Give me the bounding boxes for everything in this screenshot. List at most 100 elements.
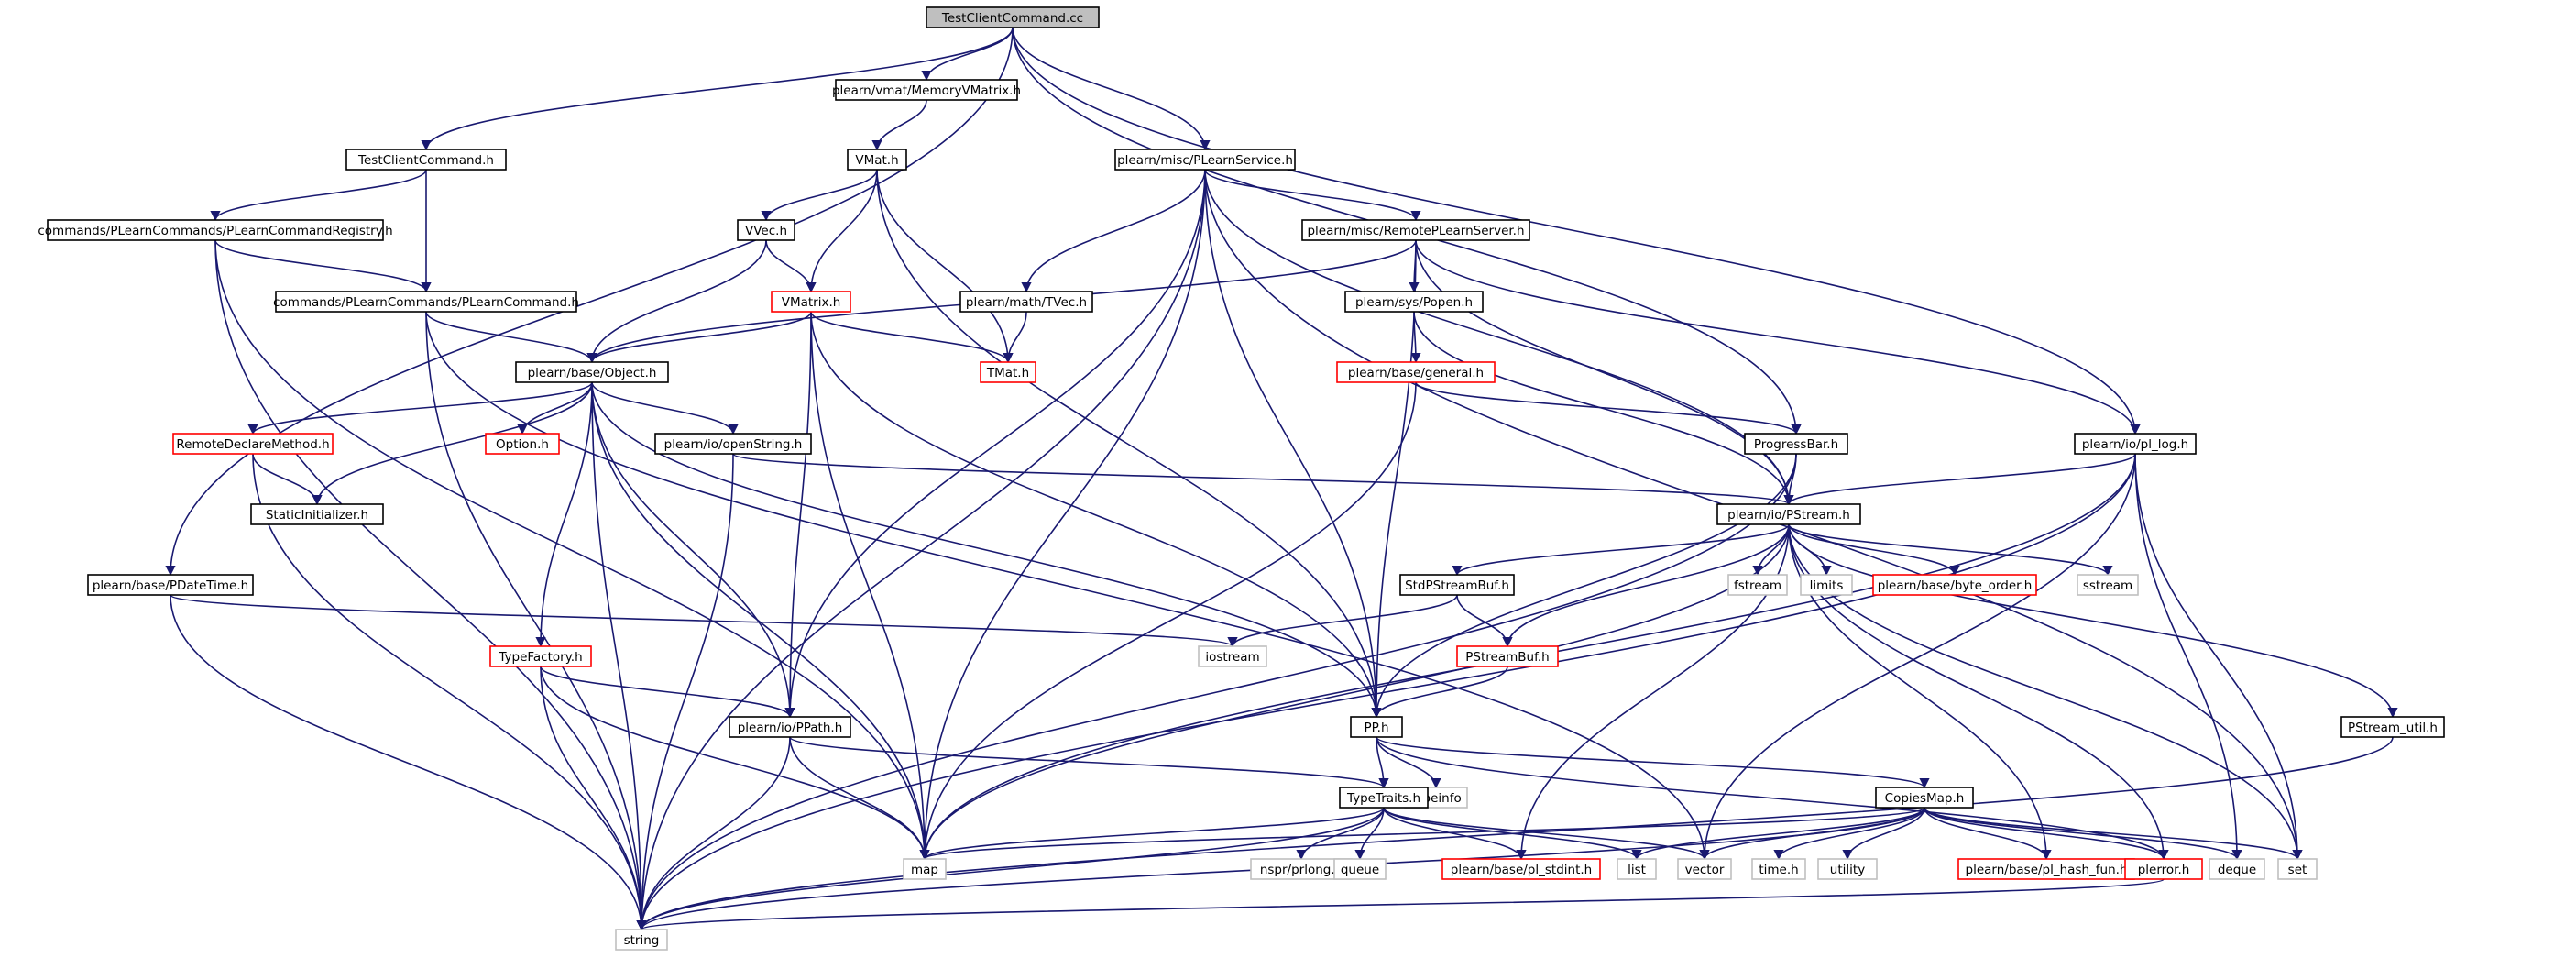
node-box bbox=[2077, 574, 2139, 596]
node-progress[interactable]: ProgressBar.h bbox=[1744, 433, 1848, 455]
edge-pstream-to-sstream bbox=[1788, 523, 2113, 577]
node-box bbox=[1399, 574, 1515, 596]
node-pstream[interactable]: plearn/io/PStream.h bbox=[1716, 503, 1861, 525]
node-box bbox=[2209, 858, 2265, 880]
edge-root-to-memvmat bbox=[921, 27, 1014, 82]
node-label: TestClientCommand.h bbox=[357, 153, 494, 168]
node-root[interactable]: TestClientCommand.cc bbox=[926, 6, 1100, 28]
node-box bbox=[1677, 858, 1732, 880]
node-box bbox=[729, 716, 851, 738]
edge-stdpsb-to-pstreambuf bbox=[1456, 594, 1513, 648]
node-label: limits bbox=[1810, 578, 1844, 593]
node-pdatetime[interactable]: plearn/base/PDateTime.h bbox=[87, 574, 254, 596]
node-label: queue bbox=[1341, 863, 1379, 877]
node-object[interactable]: plearn/base/Object.h bbox=[515, 361, 669, 383]
node-label: plearn/misc/PLearnService.h bbox=[1117, 153, 1293, 168]
node-remote[interactable]: plearn/misc/RemotePLearnServer.h bbox=[1301, 219, 1530, 241]
node-plcmd[interactable]: commands/PLearnCommands/PLearnCommand.h bbox=[273, 291, 579, 313]
node-box bbox=[485, 433, 560, 455]
node-box bbox=[1872, 574, 2037, 596]
edge-ppath-to-string bbox=[636, 736, 791, 931]
node-label: vector bbox=[1685, 863, 1725, 877]
node-box bbox=[47, 219, 384, 241]
edge-object-to-pph bbox=[591, 381, 1382, 719]
edge-plerror-to-string bbox=[637, 878, 2165, 931]
edge-vmatrix-to-tmat bbox=[810, 311, 1014, 364]
node-box bbox=[654, 433, 812, 455]
node-pph[interactable]: PP.h bbox=[1350, 716, 1403, 738]
edge-plsvc-to-pph bbox=[1204, 169, 1382, 719]
node-label: sstream bbox=[2083, 578, 2132, 593]
edge-copiesmap-to-hashfun bbox=[1924, 807, 2052, 861]
node-byteorder[interactable]: plearn/base/byte_order.h bbox=[1872, 574, 2037, 596]
node-popen[interactable]: plearn/sys/Popen.h bbox=[1344, 291, 1484, 313]
node-label: TestClientCommand.cc bbox=[941, 11, 1083, 26]
edge-ppath-to-typetraits bbox=[789, 736, 1389, 789]
node-plerror[interactable]: plerror.h bbox=[2124, 858, 2203, 880]
node-label: plearn/vmat/MemoryVMatrix.h bbox=[832, 83, 1021, 98]
edge-typetraits-to-queue bbox=[1354, 807, 1385, 861]
edge-object-to-ppath bbox=[591, 381, 795, 719]
node-vvec[interactable]: VVec.h bbox=[737, 219, 795, 241]
edge-pstreambuf-to-pph bbox=[1371, 666, 1508, 719]
node-plsvc[interactable]: plearn/misc/PLearnService.h bbox=[1114, 149, 1296, 171]
edge-copiesmap-to-utility bbox=[1842, 807, 1925, 861]
node-box bbox=[2124, 858, 2203, 880]
node-hashfun[interactable]: plearn/base/pl_hash_fun.h bbox=[1957, 858, 2135, 880]
node-tmat[interactable]: TMat.h bbox=[980, 361, 1036, 383]
edge-plcmd-to-object bbox=[425, 311, 597, 364]
node-stdint[interactable]: plearn/base/pl_stdint.h bbox=[1441, 858, 1601, 880]
edge-remote-to-pllog bbox=[1415, 239, 2141, 435]
node-remotedecl[interactable]: RemoteDeclareMethod.h bbox=[172, 433, 334, 455]
node-typefactory[interactable]: TypeFactory.h bbox=[489, 645, 592, 667]
node-label: plearn/io/PStream.h bbox=[1727, 508, 1850, 523]
node-tvec[interactable]: plearn/math/TVec.h bbox=[959, 291, 1093, 313]
node-sstream: sstream bbox=[2077, 574, 2139, 596]
edge-typefactory-to-string bbox=[540, 666, 647, 931]
edge-vmatrix-to-object bbox=[586, 311, 812, 364]
node-copiesmap[interactable]: CopiesMap.h bbox=[1875, 787, 1974, 809]
node-limits: limits bbox=[1800, 574, 1853, 596]
node-iostream: iostream bbox=[1198, 645, 1267, 667]
node-box bbox=[2277, 858, 2318, 880]
node-box bbox=[980, 361, 1036, 383]
node-label: plerror.h bbox=[2138, 863, 2190, 877]
node-typetraits[interactable]: TypeTraits.h bbox=[1339, 787, 1429, 809]
node-openstring[interactable]: plearn/io/openString.h bbox=[654, 433, 812, 455]
node-option[interactable]: Option.h bbox=[485, 433, 560, 455]
node-label: plearn/base/Object.h bbox=[528, 366, 657, 380]
node-vmatrix[interactable]: VMatrix.h bbox=[771, 291, 851, 313]
edge-object-to-remotedecl bbox=[247, 381, 593, 435]
node-label: CopiesMap.h bbox=[1885, 791, 1965, 806]
node-label: plearn/misc/RemotePLearnServer.h bbox=[1307, 224, 1524, 238]
node-pstreambuf[interactable]: PStreamBuf.h bbox=[1456, 645, 1559, 667]
node-label: VMatrix.h bbox=[782, 295, 841, 310]
node-box bbox=[2340, 716, 2445, 738]
node-box bbox=[1817, 858, 1878, 880]
node-pstreamutil[interactable]: PStream_util.h bbox=[2340, 716, 2445, 738]
edge-copiesmap-to-deque bbox=[1924, 807, 2242, 861]
node-memvmat[interactable]: plearn/vmat/MemoryVMatrix.h bbox=[832, 79, 1021, 101]
edge-pdatetime-to-string bbox=[170, 594, 647, 931]
edge-typefactory-to-ppath bbox=[540, 666, 795, 719]
node-pllog[interactable]: plearn/io/pl_log.h bbox=[2074, 433, 2197, 455]
node-box bbox=[1456, 645, 1559, 667]
node-registry[interactable]: commands/PLearnCommands/PLearnCommandReg… bbox=[38, 219, 393, 241]
node-staticinit[interactable]: StaticInitializer.h bbox=[250, 503, 384, 525]
node-label: Option.h bbox=[496, 437, 549, 452]
node-label: StaticInitializer.h bbox=[266, 508, 368, 523]
node-label: TypeTraits.h bbox=[1346, 791, 1420, 806]
node-ppath[interactable]: plearn/io/PPath.h bbox=[729, 716, 851, 738]
edge-vvec-to-vmatrix bbox=[765, 239, 817, 293]
edge-pph-to-copiesmap bbox=[1376, 736, 1930, 789]
node-vmath[interactable]: VMat.h bbox=[847, 149, 907, 171]
node-tcch[interactable]: TestClientCommand.h bbox=[345, 149, 507, 171]
edge-tcch-to-registry bbox=[210, 169, 427, 222]
node-general[interactable]: plearn/base/general.h bbox=[1336, 361, 1496, 383]
node-string: string bbox=[615, 929, 668, 951]
node-box bbox=[275, 291, 577, 313]
edge-openstring-to-string bbox=[636, 453, 734, 931]
node-label: plearn/base/pl_hash_fun.h bbox=[1966, 863, 2128, 877]
edge-typetraits-to-string bbox=[636, 807, 1385, 931]
node-stdpsb[interactable]: StdPStreamBuf.h bbox=[1399, 574, 1515, 596]
